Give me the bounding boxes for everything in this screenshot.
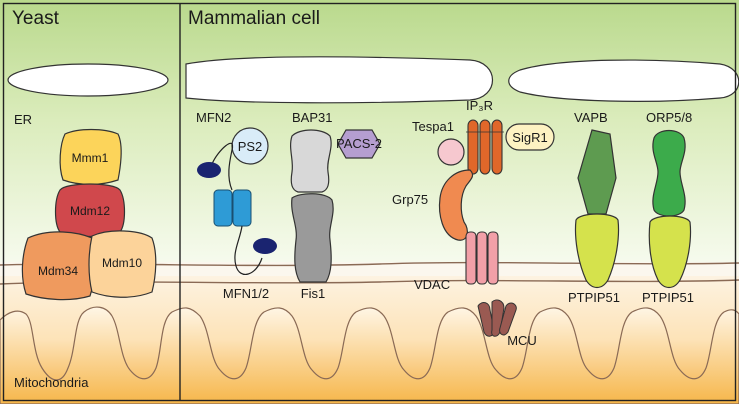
vdac-protein bbox=[465, 231, 499, 285]
orp58-ptpip51-complex: ORP5/8 PTPIP51 bbox=[642, 110, 694, 305]
vapb-label: VAPB bbox=[574, 110, 608, 125]
ps2-protein bbox=[231, 127, 269, 165]
tespa1-label: Tespa1 bbox=[412, 119, 454, 134]
ermes-complex: Mmm1 Mdm12 Mdm34 Mdm10 bbox=[21, 128, 157, 301]
vapb-protein bbox=[577, 129, 617, 215]
mammalian-title: Mammalian cell bbox=[188, 8, 320, 29]
mfn2-gtpase-domain bbox=[197, 162, 221, 178]
ip3r-protein bbox=[466, 119, 504, 175]
orp58-label: ORP5/8 bbox=[646, 110, 692, 125]
ptpip51-label-left: PTPIP51 bbox=[568, 290, 620, 305]
mdm12-label: Mdm12 bbox=[70, 204, 110, 218]
mitochondria-label: Mitochondria bbox=[14, 375, 89, 390]
fis1-label: Fis1 bbox=[301, 286, 326, 301]
orp58-protein bbox=[652, 129, 686, 217]
mdm10-label: Mdm10 bbox=[102, 256, 142, 270]
fis1-protein bbox=[291, 193, 334, 283]
mfn2-coil-left bbox=[213, 189, 233, 227]
mfn2-label: MFN2 bbox=[196, 110, 231, 125]
sigr1-protein bbox=[505, 123, 555, 151]
pacs2-label: PACS-2 bbox=[336, 136, 382, 151]
mitofusin-complex: MFN2 PS2 MFN1/2 bbox=[196, 110, 277, 301]
mmm1-label: Mmm1 bbox=[72, 151, 109, 165]
mito-cristae bbox=[0, 306, 739, 404]
pacs2-protein bbox=[337, 129, 381, 159]
ip3r-label: IP₃R bbox=[466, 98, 493, 113]
mdm34-label: Mdm34 bbox=[38, 264, 78, 278]
mfn12-label: MFN1/2 bbox=[223, 286, 269, 301]
ptpip51-protein-left bbox=[574, 213, 620, 289]
bap31-label: BAP31 bbox=[292, 110, 332, 125]
mfn2-linker bbox=[211, 142, 234, 191]
sigr1-label: SigR1 bbox=[512, 130, 547, 145]
bap31-protein bbox=[289, 129, 332, 193]
mfn2-coil-right bbox=[232, 189, 252, 227]
mcu-protein bbox=[477, 299, 517, 337]
ptpip51-protein-right bbox=[648, 215, 692, 289]
mfn12-linker bbox=[234, 225, 263, 275]
er-cisternae bbox=[7, 56, 739, 104]
bap31-fis1-complex: BAP31 PACS-2 Fis1 bbox=[289, 110, 382, 301]
mfn12-gtpase-domain bbox=[253, 238, 277, 254]
ps2-label: PS2 bbox=[238, 139, 263, 154]
mmm1-protein bbox=[59, 128, 122, 186]
mdm10-protein bbox=[88, 230, 157, 298]
grp75-label: Grp75 bbox=[392, 192, 428, 207]
yeast-title: Yeast bbox=[12, 8, 60, 29]
er-label: ER bbox=[14, 112, 32, 127]
mcu-label: MCU bbox=[507, 333, 537, 348]
ptpip51-label-right: PTPIP51 bbox=[642, 290, 694, 305]
vdac-label: VDAC bbox=[414, 277, 450, 292]
vapb-ptpip51-complex: VAPB PTPIP51 bbox=[568, 110, 620, 305]
tespa1-protein bbox=[437, 138, 465, 166]
mdm34-protein bbox=[21, 231, 96, 301]
ip3r-grp75-vdac-complex: IP₃R Tespa1 SigR1 Grp75 VDAC MCU bbox=[392, 98, 555, 348]
